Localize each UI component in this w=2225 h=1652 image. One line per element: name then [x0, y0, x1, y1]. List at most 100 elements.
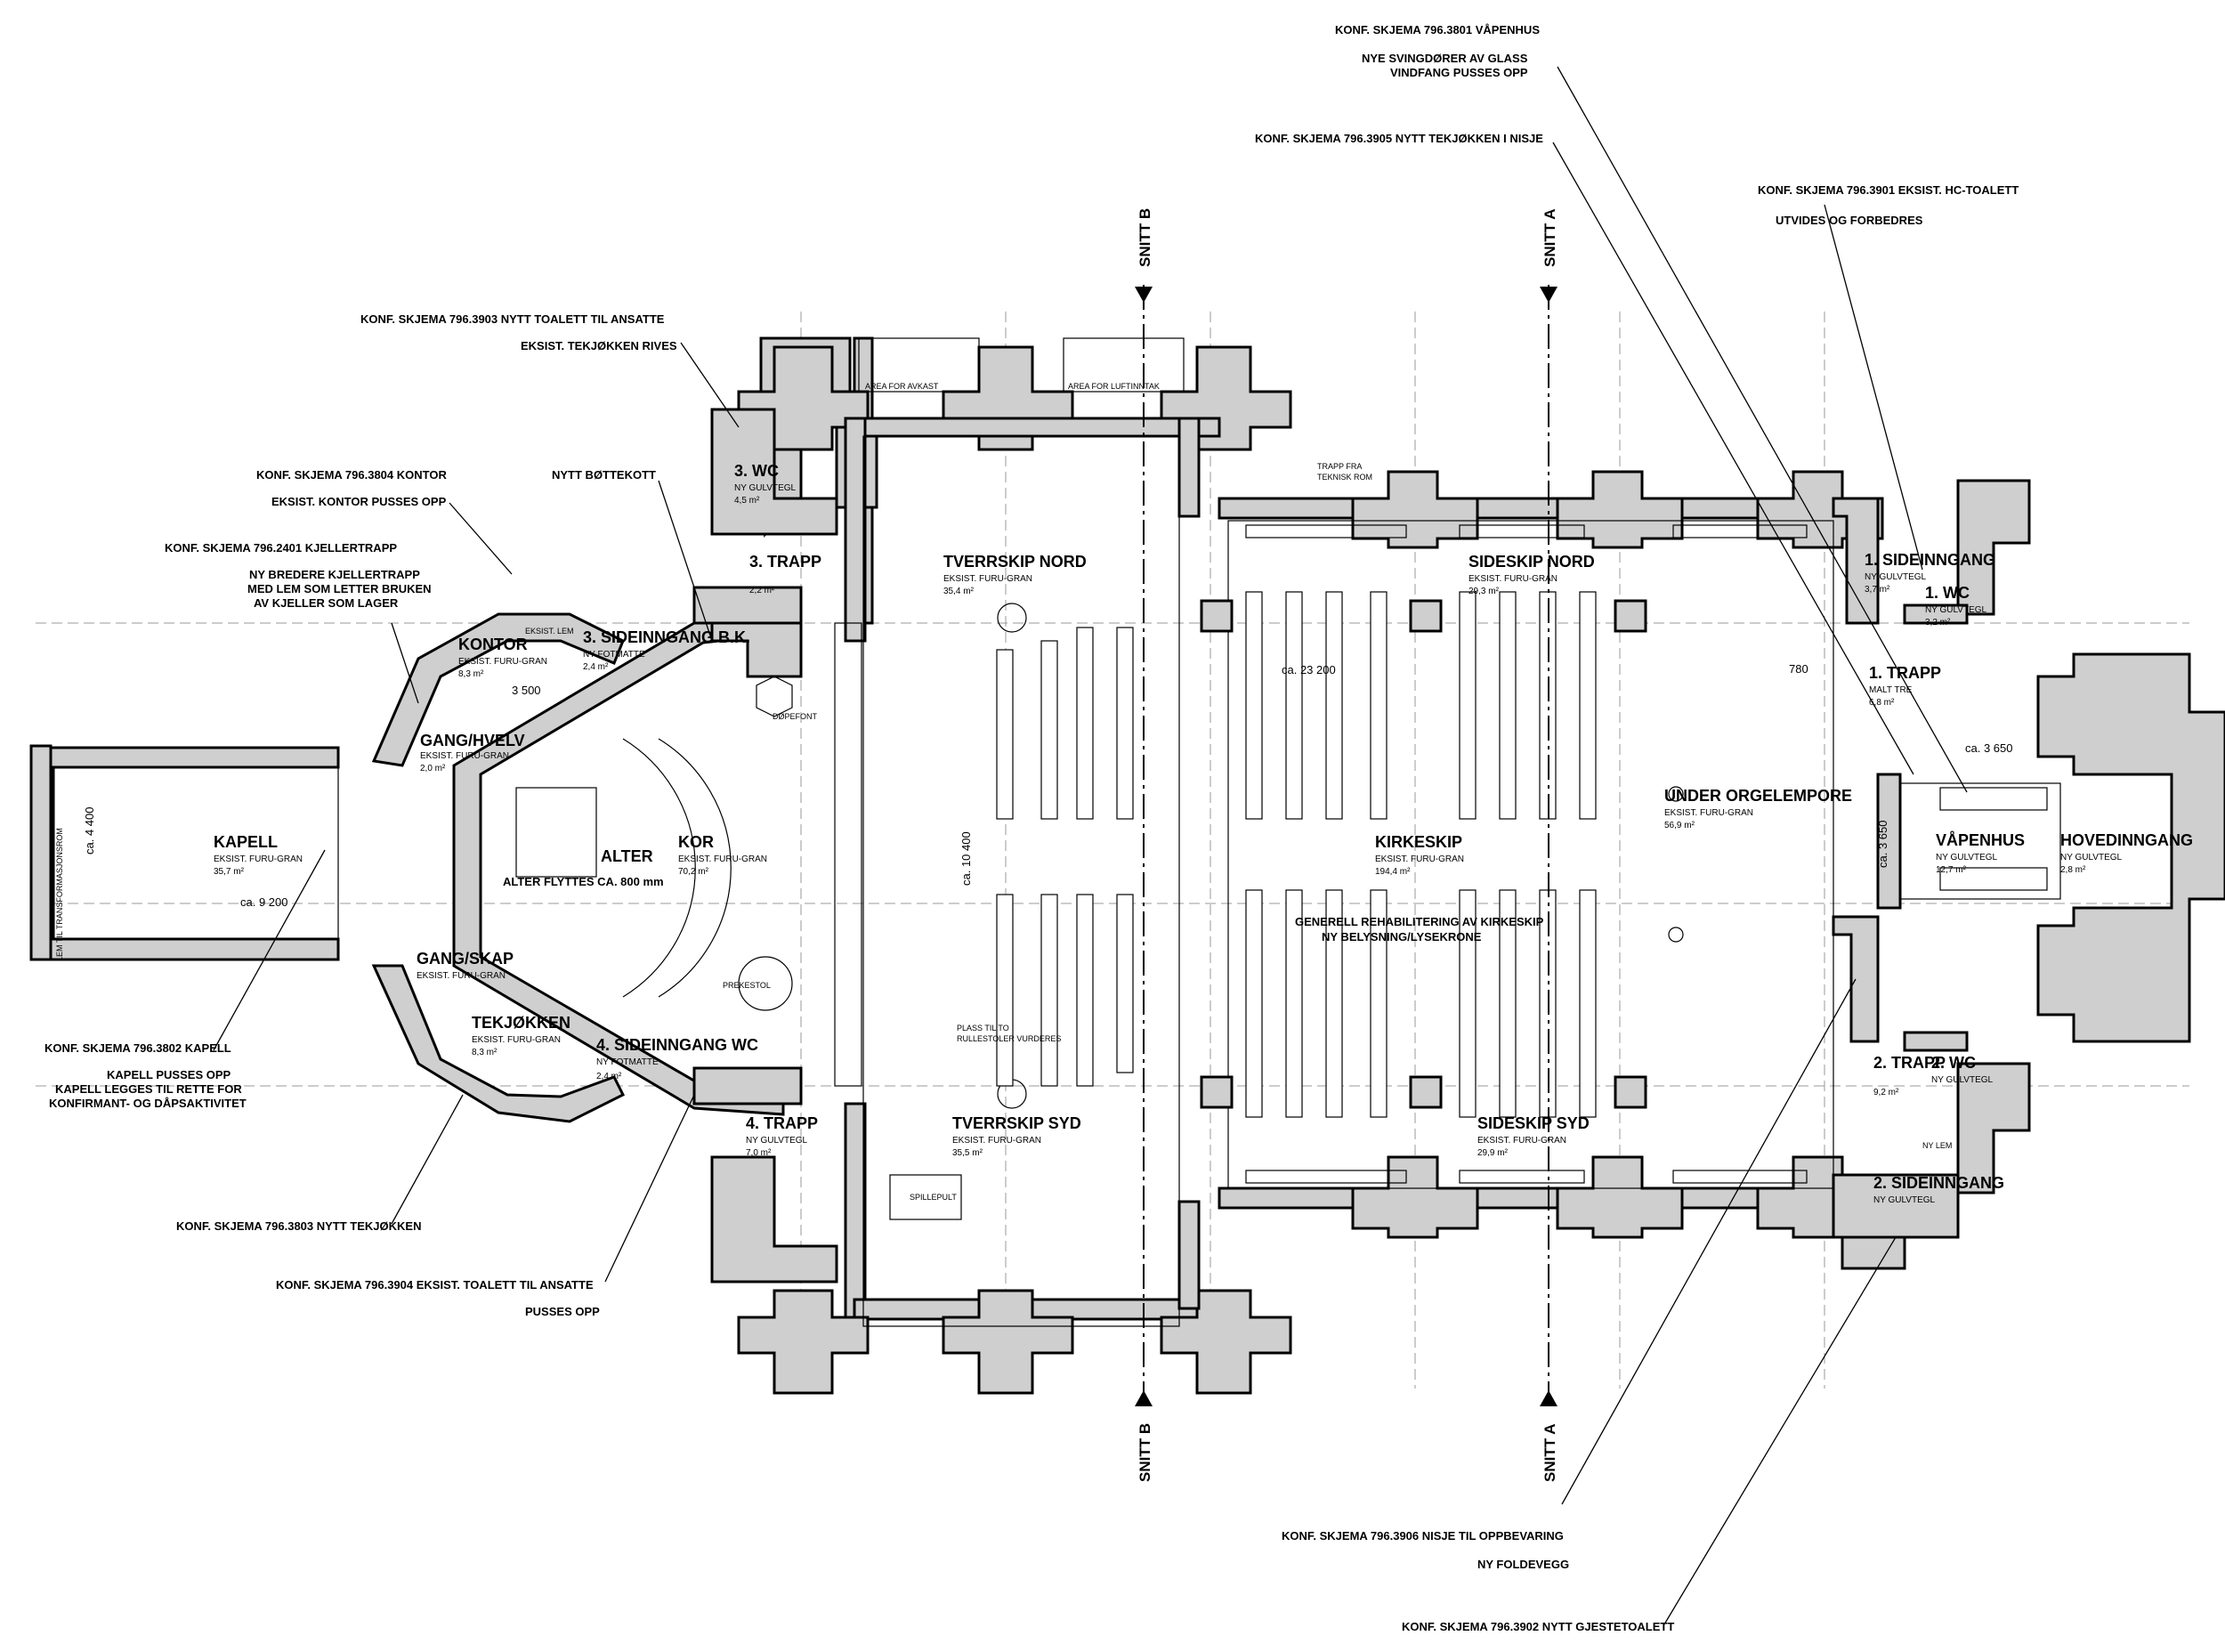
room-sideinngang-3-floor: NY FOTMATTE — [583, 650, 645, 660]
room-trapp-4-area: 7,0 m² — [746, 1148, 772, 1158]
room-trapp-1: 1. TRAPP — [1869, 664, 1941, 682]
plass-rullestoler-2: RULLESTOLER VURDERES — [957, 1034, 1061, 1043]
small-labels: AREA FOR AVKAST AREA FOR LUFTINNTAK TRAP… — [525, 382, 1952, 1202]
note-kapell-2: KAPELL PUSSES OPP — [107, 1068, 231, 1081]
room-vapenhus-floor: NY GULVTEGL — [1936, 853, 1998, 862]
room-sideinngang-1-area: 3,7 m² — [1865, 585, 1890, 595]
room-under-orgelempore-area: 56,9 m² — [1664, 821, 1695, 830]
pews — [996, 591, 1597, 1118]
annotations: KONF. SKJEMA 796.3801 VÅPENHUS NYE SVING… — [44, 23, 2019, 1633]
note-hc-toalett-2: UTVIDES OG FORBEDRES — [1776, 214, 1923, 227]
room-trapp-4: 4. TRAPP — [746, 1114, 818, 1132]
room-gang-hvelv-floor: EKSIST. FURU-GRAN — [420, 751, 509, 761]
section-lines — [1135, 285, 1558, 1406]
note-kontor: KONF. SKJEMA 796.3804 KONTOR — [256, 468, 447, 482]
eksist-lem: EKSIST. LEM — [525, 627, 574, 636]
room-sideinngang-2: 2. SIDEINNGANG — [1873, 1174, 2004, 1192]
room-tverrskip-syd-area: 35,5 m² — [952, 1148, 983, 1158]
room-tverrskip-nord: TVERRSKIP NORD — [943, 553, 1087, 571]
interior-lines — [53, 337, 2061, 1327]
room-kontor-floor: EKSIST. FURU-GRAN — [458, 657, 547, 667]
room-tverrskip-nord-floor: EKSIST. FURU-GRAN — [943, 574, 1032, 584]
leader-lines — [213, 66, 1968, 1625]
room-trapp-2: 2. TRAPP — [1873, 1054, 1946, 1072]
room-labels: KAPELL EKSIST. FURU-GRAN 35,7 m² KONTOR … — [214, 462, 2193, 1205]
note-kapell: KONF. SKJEMA 796.3802 KAPELL — [44, 1041, 231, 1055]
note-kjellertrapp-2: NY BREDERE KJELLERTRAPP — [249, 568, 420, 581]
plass-rullestoler: PLASS TIL TO — [957, 1024, 1009, 1032]
room-hovedinngang: HOVEDINNGANG — [2060, 831, 2193, 849]
note-nytt-tekjokken: KONF. SKJEMA 796.3803 NYTT TEKJØKKEN — [176, 1219, 421, 1233]
room-under-orgelempore-floor: EKSIST. FURU-GRAN — [1664, 808, 1753, 818]
room-tverrskip-syd-floor: EKSIST. FURU-GRAN — [952, 1136, 1041, 1146]
room-alter: ALTER — [601, 847, 653, 865]
room-sideinngang-2-floor: NY GULVTEGL — [1873, 1195, 1936, 1205]
room-sideinngang-1: 1. SIDEINNGANG — [1865, 551, 1995, 569]
snitt-a-top: SNITT A — [1541, 209, 1558, 267]
room-under-orgelempore: UNDER ORGELEMPORE — [1664, 787, 1852, 805]
dim-kapell-depth: ca. 4 400 — [83, 807, 96, 855]
note-vapenhus: KONF. SKJEMA 796.3801 VÅPENHUS — [1335, 23, 1540, 36]
room-trapp-1-floor: MALT TRE — [1869, 685, 1913, 695]
room-gang-skap: GANG/SKAP — [417, 950, 514, 968]
room-sideinngang-4-floor: NY FOTMATTE — [596, 1057, 659, 1067]
note-tekjokken-rives: EKSIST. TEKJØKKEN RIVES — [521, 339, 677, 352]
room-sideskip-nord-floor: EKSIST. FURU-GRAN — [1468, 574, 1558, 584]
room-kor-area: 70,2 m² — [678, 867, 709, 877]
room-tverrskip-nord-area: 35,4 m² — [943, 587, 975, 596]
note-kapell-4: KONFIRMANT- OG DÅPSAKTIVITET — [49, 1097, 247, 1110]
snitt-a-bottom: SNITT A — [1541, 1424, 1558, 1482]
room-sideinngang-4-area: 2,4 m² — [596, 1072, 622, 1081]
room-trapp-3: 3. TRAPP — [749, 553, 821, 571]
room-wc-2: 2. WC — [1931, 1054, 1976, 1072]
kirkeskip-note-1: GENERELL REHABILITERING AV KIRKESKIP — [1295, 915, 1544, 928]
room-kor: KOR — [678, 833, 714, 851]
note-gjestetoalett: KONF. SKJEMA 796.3902 NYTT GJESTETOALETT — [1402, 1620, 1674, 1633]
room-kapell: KAPELL — [214, 833, 278, 851]
room-trapp-4-floor: NY GULVTEGL — [746, 1136, 808, 1146]
room-alter-note: ALTER FLYTTES CA. 800 mm — [503, 875, 664, 888]
note-kjellertrapp: KONF. SKJEMA 796.2401 KJELLERTRAPP — [165, 541, 397, 555]
prekestol: PREKESTOL — [723, 981, 771, 990]
dim-nave-length: ca. 23 200 — [1282, 663, 1336, 676]
dim-kapell-width: ca. 9 200 — [240, 895, 288, 909]
room-kor-floor: EKSIST. FURU-GRAN — [678, 854, 767, 864]
section-labels: SNITT B SNITT A SNITT B SNITT A LEM TIL … — [55, 208, 1558, 1482]
room-sideinngang-3: 3. SIDEINNGANG B.K. — [583, 628, 750, 646]
note-vapenhus-2: NYE SVINGDØRER AV GLASS — [1362, 52, 1528, 65]
dim-vapenhus-width: ca. 3 650 — [1965, 741, 2013, 755]
room-trapp-1-area: 6,8 m² — [1869, 698, 1895, 708]
note-nytt-toalett: KONF. SKJEMA 796.3903 NYTT TOALETT TIL A… — [360, 312, 665, 326]
room-sideskip-syd: SIDESKIP SYD — [1477, 1114, 1590, 1132]
room-kapell-floor: EKSIST. FURU-GRAN — [214, 854, 303, 864]
spillepult: SPILLEPULT — [910, 1193, 957, 1202]
room-sideinngang-3-area: 2,4 m² — [583, 662, 609, 672]
room-tekjokken-floor: EKSIST. FURU-GRAN — [472, 1035, 561, 1045]
room-sideinngang-1-floor: NY GULVTEGL — [1865, 572, 1927, 582]
note-hc-toalett: KONF. SKJEMA 796.3901 EKSIST. HC-TOALETT — [1758, 183, 2019, 197]
room-sideinngang-4: 4. SIDEINNGANG WC — [596, 1036, 758, 1054]
room-wc-3-area: 4,5 m² — [734, 496, 760, 506]
room-kirkeskip-floor: EKSIST. FURU-GRAN — [1375, 854, 1464, 864]
note-pusses-opp: PUSSES OPP — [525, 1305, 600, 1318]
teknisk-rom: TEKNISK ROM — [1317, 473, 1372, 482]
ny-lem: NY LEM — [1922, 1141, 1952, 1150]
room-wc-1-floor: NY GULVTEGL — [1925, 605, 1987, 615]
dim-transept: ca. 10 400 — [959, 831, 973, 886]
room-kontor-area: 8,3 m² — [458, 669, 484, 679]
room-hovedinngang-floor: NY GULVTEGL — [2060, 853, 2123, 862]
note-kontor-2: EKSIST. KONTOR PUSSES OPP — [271, 495, 447, 508]
dim-kontor: 3 500 — [512, 684, 541, 697]
room-trapp-3-area: 2,2 m² — [749, 586, 775, 595]
room-wc-1: 1. WC — [1925, 584, 1970, 602]
snitt-b-bottom: SNITT B — [1137, 1423, 1153, 1482]
room-tverrskip-syd: TVERRSKIP SYD — [952, 1114, 1081, 1132]
room-tekjokken: TEKJØKKEN — [472, 1014, 570, 1032]
walls — [29, 336, 2225, 1395]
room-wc-3: 3. WC — [734, 462, 779, 480]
room-kirkeskip-area: 194,4 m² — [1375, 867, 1411, 877]
dopefont: DØPEFONT — [773, 712, 818, 721]
trapp-fra-teknisk: TRAPP FRA — [1317, 462, 1362, 471]
room-trapp-2-area: 9,2 m² — [1873, 1088, 1899, 1097]
